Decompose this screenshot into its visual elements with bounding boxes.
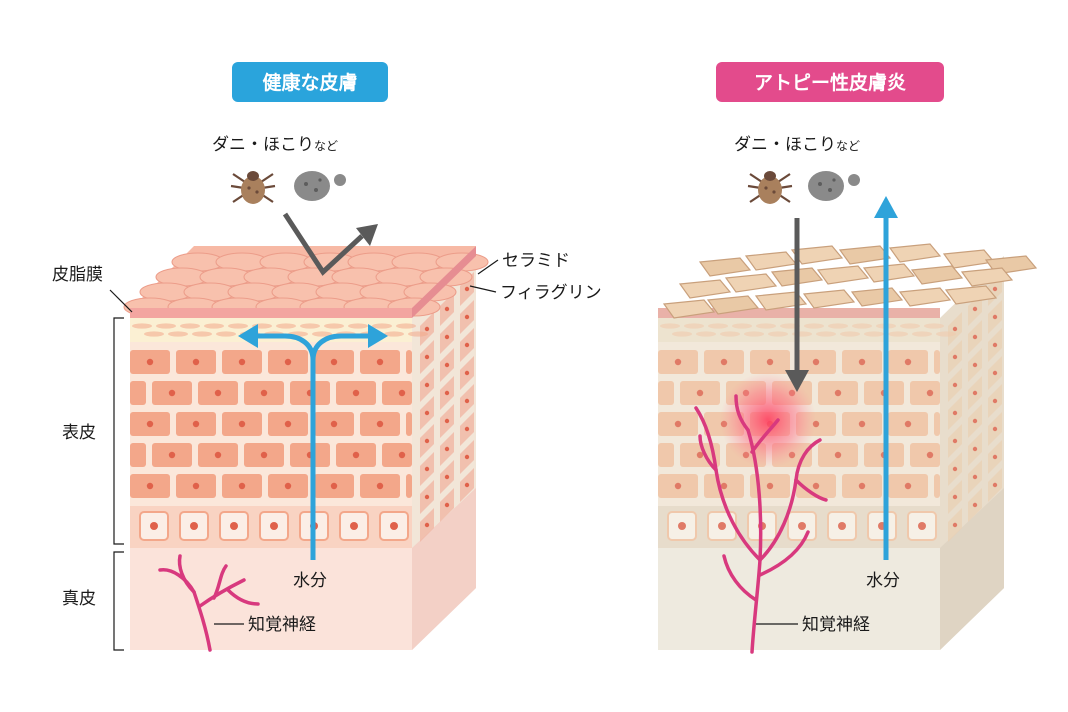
inflammation-spot <box>720 372 816 468</box>
dermis-bracket <box>114 552 124 650</box>
healthy-title-badge: 健康な皮膚 <box>232 62 388 102</box>
atopic-title: アトピー性皮膚炎 <box>754 71 906 94</box>
healthy-title: 健康な皮膚 <box>262 71 357 94</box>
sebum-leader <box>110 290 132 312</box>
atopic-skin-block <box>658 244 1036 650</box>
epidermis-bracket <box>114 318 124 544</box>
dermis-label: 真皮 <box>62 589 96 609</box>
mite-icon <box>748 171 792 204</box>
ceramide-label: セラミド <box>502 251 570 271</box>
mite-icon <box>231 171 275 204</box>
healthy-allergen-label: ダニ・ほこりなど <box>212 135 338 155</box>
dust-icon <box>294 171 346 201</box>
filaggrin-label: フィラグリン <box>500 283 602 303</box>
dust-icon <box>808 171 860 201</box>
atopic-title-badge: アトピー性皮膚炎 <box>716 62 944 102</box>
healthy-nerve-label: 知覚神経 <box>248 615 316 635</box>
epidermis-label: 表皮 <box>62 423 96 443</box>
healthy-water-label: 水分 <box>293 571 327 591</box>
atopic-allergen-label: ダニ・ほこりなど <box>734 135 860 155</box>
sebum-label: 皮脂膜 <box>52 265 103 285</box>
atopic-water-label: 水分 <box>866 571 900 591</box>
atopic-nerve-label: 知覚神経 <box>802 615 870 635</box>
